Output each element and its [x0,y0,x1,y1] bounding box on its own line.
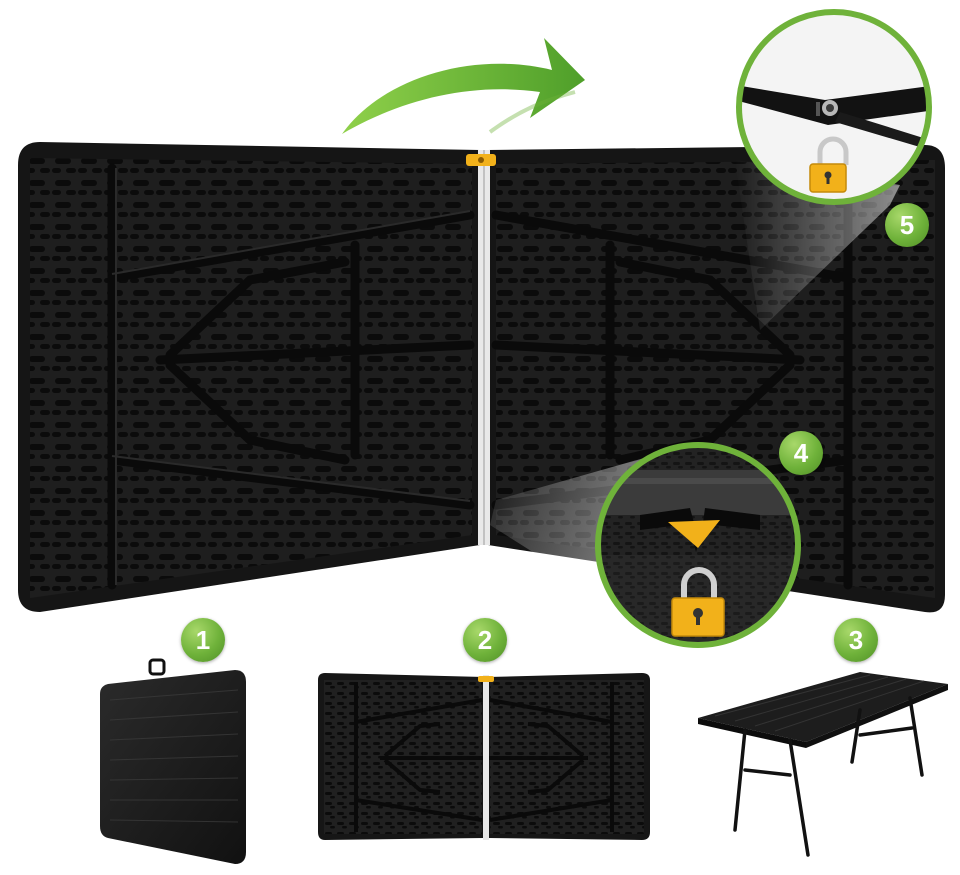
zoom-beam-5 [735,160,900,330]
open-table-small-image [318,673,650,840]
padlock-icon [671,567,725,637]
padlock-icon [809,136,849,193]
step-badge-4: 4 [779,431,823,475]
center-hinge [466,150,496,545]
strap-lock-zoom [736,9,932,205]
step-badge-5: 5 [885,203,929,247]
folded-table-image [100,658,246,864]
step-badge-1: 1 [181,618,225,662]
table-left-half [18,142,480,612]
fold-arrow-icon [342,38,585,134]
step-badge-3: 3 [834,618,878,662]
assembled-table-image [698,672,948,857]
step-badge-2: 2 [463,618,507,662]
